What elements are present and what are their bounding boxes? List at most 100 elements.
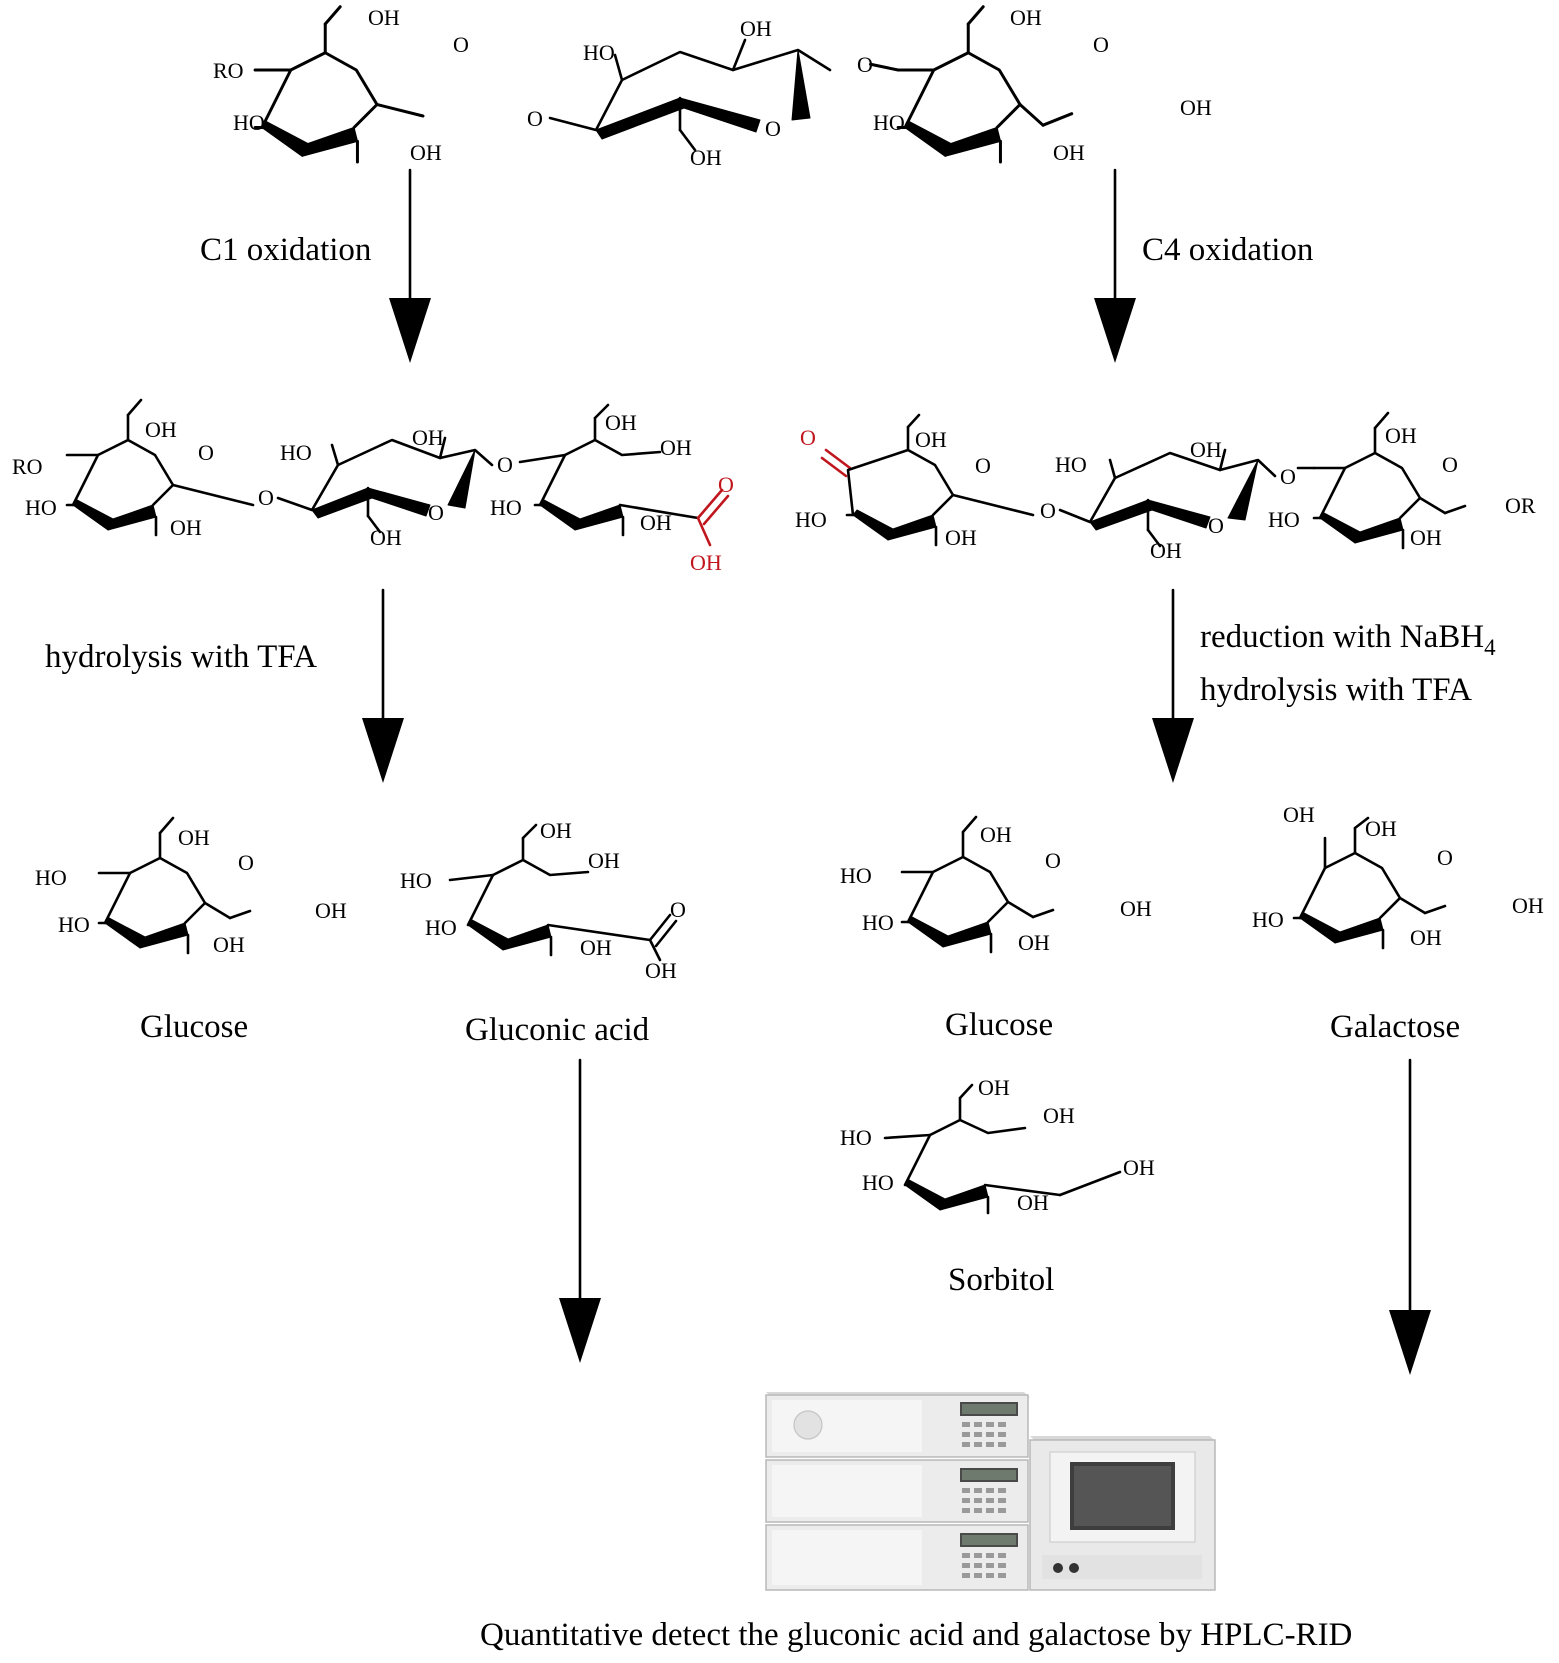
arrow-hydrolysis-left xyxy=(362,588,404,783)
ho-label: HO xyxy=(862,1170,894,1195)
c1-oxidized-oligosaccharide: RO HO OH OH O O HO OH OH O O xyxy=(12,398,734,575)
oh-label: OH xyxy=(640,510,672,535)
oh-label: OH xyxy=(1017,1190,1049,1215)
ho-label: HO xyxy=(840,863,872,888)
oh-label: OH xyxy=(1123,1155,1155,1180)
ho-label: HO xyxy=(425,915,457,940)
glycosidic-oxygen: O xyxy=(527,106,543,131)
oh-label: OH xyxy=(412,425,444,450)
arrow-c4-oxidation xyxy=(1094,168,1136,363)
ring-oxygen: O xyxy=(1093,32,1109,57)
oh-label: OH xyxy=(1150,538,1182,563)
oh-label: OH xyxy=(980,822,1012,847)
c1-oxidation-label: C1 oxidation xyxy=(200,232,371,268)
galactose-label: Galactose xyxy=(1330,1009,1460,1045)
galactose-structure xyxy=(1292,816,1447,950)
oh-label: OH xyxy=(1120,896,1152,921)
ring-oxygen: O xyxy=(1045,848,1061,873)
c4-ring-2 xyxy=(1058,448,1277,548)
glycosidic-oxygen: O xyxy=(857,52,873,77)
c1-ring-2 xyxy=(276,436,494,534)
oh-label: OH xyxy=(978,1075,1010,1100)
ring-oxygen: O xyxy=(1208,513,1224,538)
final-caption: Quantitative detect the gluconic acid an… xyxy=(480,1617,1352,1653)
oh-label: OH xyxy=(915,427,947,452)
sorbitol-structure xyxy=(883,1083,1122,1215)
oh-label: OH xyxy=(370,525,402,550)
ho-label: HO xyxy=(583,40,615,65)
oh-label: OH xyxy=(580,935,612,960)
hydrolysis-left-label: hydrolysis with TFA xyxy=(45,639,317,675)
arrow-galactose-to-hplc xyxy=(1389,1058,1431,1375)
ring-oxygen: O xyxy=(975,453,991,478)
ho-label: HO xyxy=(35,865,67,890)
oh-label: OH xyxy=(170,515,202,540)
oh-label: OH xyxy=(1410,525,1442,550)
ring-oxygen: O xyxy=(1437,845,1453,870)
or-label: OR xyxy=(1505,493,1536,518)
ho-label: HO xyxy=(795,507,827,532)
oh-label: OH xyxy=(1365,816,1397,841)
oh-label: OH xyxy=(1385,423,1417,448)
ring-1 xyxy=(253,5,425,164)
reduction-label: reduction with NaBH4 xyxy=(1200,619,1496,660)
ho-label: HO xyxy=(862,910,894,935)
ho-label: HO xyxy=(400,868,432,893)
oh-label: OH xyxy=(1018,930,1050,955)
arrow-reduction-right xyxy=(1152,588,1194,783)
oh-label: OH xyxy=(1010,5,1042,30)
ring-oxygen: O xyxy=(453,32,469,57)
ring-oxygen: O xyxy=(428,500,444,525)
ring-2 xyxy=(548,38,832,152)
hplc-module-middle xyxy=(765,1459,1029,1523)
glycosidic-oxygen: O xyxy=(1280,464,1296,489)
oh-label: OH xyxy=(605,410,637,435)
ro-label: RO xyxy=(12,454,43,479)
hplc-detector xyxy=(1029,1436,1216,1591)
oh-label: OH xyxy=(588,848,620,873)
oh-label: OH xyxy=(1512,893,1544,918)
ho-label: HO xyxy=(1055,452,1087,477)
ring-oxygen: O xyxy=(765,116,781,141)
ring-oxygen: O xyxy=(1442,452,1458,477)
ho-label: HO xyxy=(873,110,905,135)
arrow-c1-oxidation xyxy=(389,168,431,363)
hydrolysis-right-label: hydrolysis with TFA xyxy=(1200,672,1472,708)
gluconic-acid-structure xyxy=(448,823,678,962)
oh-label: OH xyxy=(645,958,677,983)
oh-label: OH xyxy=(945,525,977,550)
oh-label: OH xyxy=(1410,925,1442,950)
glucose-right-structure xyxy=(900,815,1055,954)
oh-label: OH xyxy=(740,16,772,41)
top-trisaccharide: RO HO OH OH O O HO OH OH O O HO OH OH xyxy=(213,5,1212,170)
c4-oxidized-oligosaccharide: O HO OH OH O O HO OH OH O xyxy=(795,411,1536,563)
oh-label: OH xyxy=(1283,802,1315,827)
arrow-gluconic-to-hplc xyxy=(559,1058,601,1363)
ho-label: HO xyxy=(1268,507,1300,532)
ro-label: RO xyxy=(213,58,244,83)
oh-label: OH xyxy=(690,145,722,170)
oh-label: OH xyxy=(145,417,177,442)
ho-label: HO xyxy=(233,110,265,135)
ho-label: HO xyxy=(25,495,57,520)
glucose-right-label: Glucose xyxy=(945,1007,1053,1043)
c4-oxidation-label: C4 oxidation xyxy=(1142,232,1313,268)
oh-label: OH xyxy=(213,932,245,957)
oh-label: OH xyxy=(1053,140,1085,165)
c4-ring-3 xyxy=(1296,411,1467,550)
oh-label: OH xyxy=(1190,437,1222,462)
oh-label: OH xyxy=(1043,1103,1075,1128)
ho-label: HO xyxy=(1252,907,1284,932)
oh-label: OH xyxy=(178,825,210,850)
carbonyl-oxygen: O xyxy=(718,472,734,497)
hplc-module-bottom xyxy=(765,1524,1029,1591)
carbonyl-oxygen: O xyxy=(670,897,686,922)
c4-ring-1 xyxy=(845,413,1035,547)
sorbitol-label: Sorbitol xyxy=(948,1262,1054,1298)
ho-label: HO xyxy=(58,912,90,937)
oh-label: OH xyxy=(540,818,572,843)
carbonyl-oxygen: O xyxy=(800,425,816,450)
oh-label: OH xyxy=(690,550,722,575)
carboxyl-group: O OH xyxy=(690,472,734,575)
